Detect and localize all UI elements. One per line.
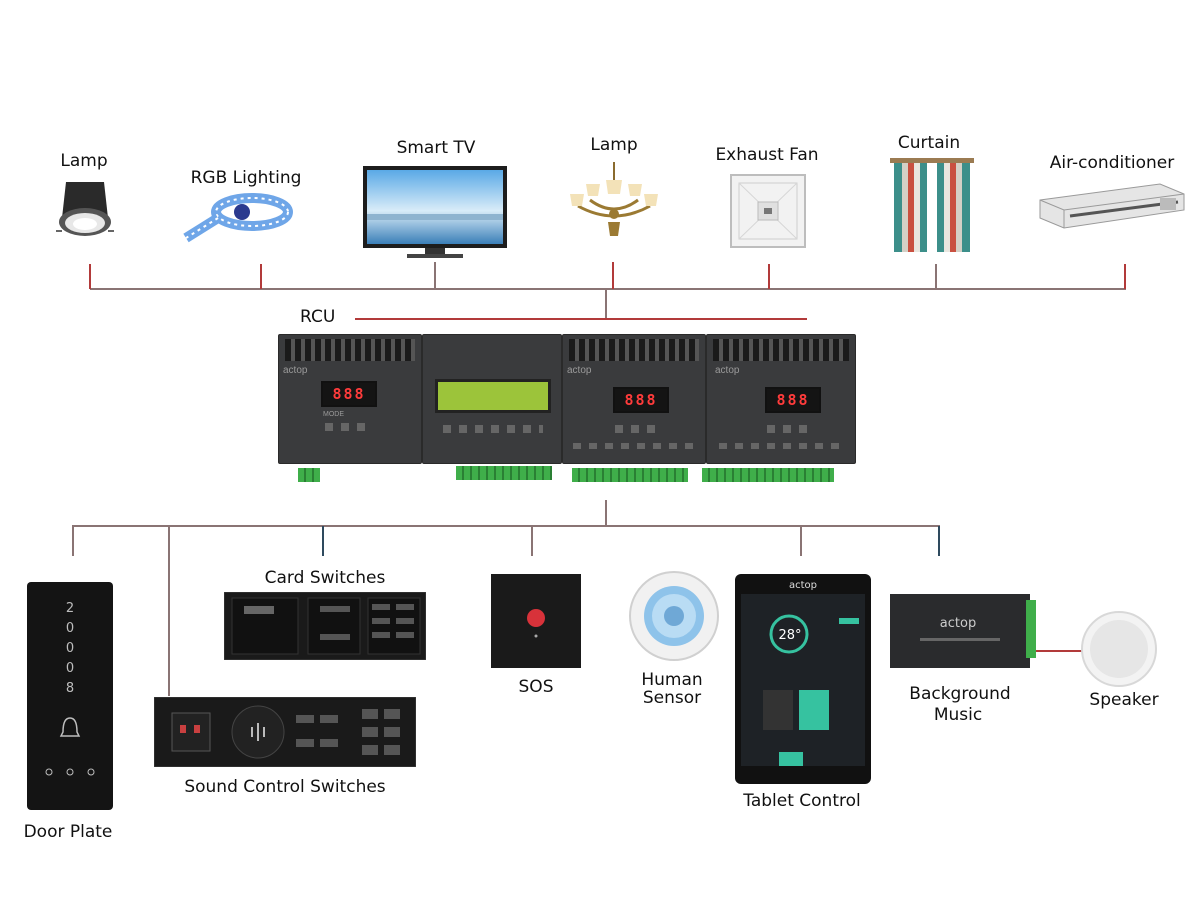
- music-box-icon: [890, 594, 1036, 668]
- chandelier-icon: [570, 162, 658, 236]
- drop-card: [322, 526, 324, 556]
- rcu-lcd: [435, 379, 551, 413]
- drop-music: [938, 526, 940, 556]
- drop-sound: [168, 526, 170, 696]
- drop-ac: [1124, 264, 1126, 289]
- exhaust-fan-icon: [730, 174, 806, 248]
- tablet-icon: [735, 574, 871, 784]
- label-curtain: Curtain: [897, 133, 961, 153]
- label-speaker: Speaker: [1089, 690, 1159, 710]
- downlight-icon: [56, 182, 114, 236]
- rcu-brand-3: actop: [567, 365, 592, 376]
- air-conditioner-icon: [1039, 183, 1185, 229]
- top-bus-line: [90, 288, 1126, 290]
- svg-text:0: 0: [66, 621, 74, 636]
- svg-text:0: 0: [66, 661, 74, 676]
- sound-switch-icon: [154, 697, 416, 767]
- drop-curtain: [935, 264, 937, 289]
- sos-button-icon: [491, 574, 581, 668]
- terminal-block: [298, 468, 320, 482]
- terminal-block: [456, 466, 552, 480]
- led-strip-icon: [183, 193, 293, 243]
- rcu-buttons-3: [615, 425, 663, 433]
- drop-lamp-1: [89, 264, 91, 289]
- label-music-1: Background: [909, 684, 1011, 704]
- terminal-row: [713, 339, 849, 361]
- motion-sensor-icon: [629, 571, 719, 661]
- label-lamp-2: Lamp: [590, 135, 638, 155]
- terminal-block: [702, 468, 834, 482]
- tablet-temperature: 28°: [778, 628, 802, 643]
- label-rgb: RGB Lighting: [190, 168, 302, 188]
- label-ac: Air-conditioner: [1049, 153, 1175, 173]
- card-switch-icon: [224, 592, 426, 660]
- rcu-display-3: 888: [613, 387, 669, 413]
- rcu-label-line: [355, 318, 807, 320]
- drop-tv: [434, 262, 436, 289]
- rcu-to-bottom-line: [605, 500, 607, 526]
- music-to-speaker-line: [1036, 650, 1084, 652]
- label-rcu: RCU: [300, 307, 336, 327]
- music-brand: actop: [939, 616, 977, 631]
- terminal-row: [285, 339, 415, 361]
- rcu-module-host: [422, 334, 562, 464]
- label-sos: SOS: [518, 677, 554, 697]
- rcu-buttons-2: [443, 425, 543, 433]
- rcu-module-relay-1: actop 888: [562, 334, 706, 464]
- rcu-controller: actop 888 MODE actop 888 actop 888: [278, 334, 858, 484]
- curtain-icon: [890, 158, 974, 252]
- rcu-display-1: 888: [321, 381, 377, 407]
- terminal-block: [572, 468, 688, 482]
- tablet-brand: actop: [788, 580, 818, 591]
- rcu-brand-4: actop: [715, 365, 740, 376]
- rcu-btn-mode-1: MODE: [323, 411, 344, 418]
- label-human-1: Human: [641, 670, 703, 690]
- label-door: Door Plate: [23, 822, 113, 842]
- speaker-icon: [1081, 611, 1157, 687]
- label-music-2: Music: [933, 705, 983, 725]
- rcu-module-power: actop 888 MODE: [278, 334, 422, 464]
- rcu-brand-1: actop: [283, 365, 308, 376]
- tv-icon: [363, 166, 507, 258]
- rcu-relay-leds-3: [573, 443, 695, 449]
- label-lamp-1: Lamp: [60, 151, 108, 171]
- rcu-relay-leds-4: [719, 443, 843, 449]
- rcu-display-4: 888: [765, 387, 821, 413]
- rcu-buttons-4: [767, 425, 815, 433]
- svg-text:8: 8: [66, 681, 74, 696]
- drop-tablet: [800, 526, 802, 556]
- rcu-buttons-1: [325, 423, 373, 431]
- label-tablet: Tablet Control: [743, 791, 861, 811]
- svg-text:0: 0: [66, 641, 74, 656]
- svg-text:2: 2: [66, 601, 74, 616]
- terminal-row: [429, 339, 555, 361]
- label-fan: Exhaust Fan: [715, 145, 819, 165]
- bottom-bus-line: [72, 525, 940, 527]
- label-human-2: Sensor: [642, 688, 702, 708]
- drop-rgb: [260, 264, 262, 289]
- label-sound: Sound Control Switches: [184, 777, 386, 797]
- rcu-module-relay-2: actop 888: [706, 334, 856, 464]
- label-tv: Smart TV: [396, 138, 476, 158]
- drop-sos: [531, 526, 533, 556]
- terminal-row: [569, 339, 699, 361]
- drop-door: [72, 526, 74, 556]
- label-card: Card Switches: [264, 568, 386, 588]
- door-plate-icon: 2 0 0 0 8: [27, 582, 113, 810]
- drop-fan: [768, 264, 770, 289]
- drop-lamp-2: [612, 262, 614, 289]
- bus-to-rcu-line: [605, 289, 607, 319]
